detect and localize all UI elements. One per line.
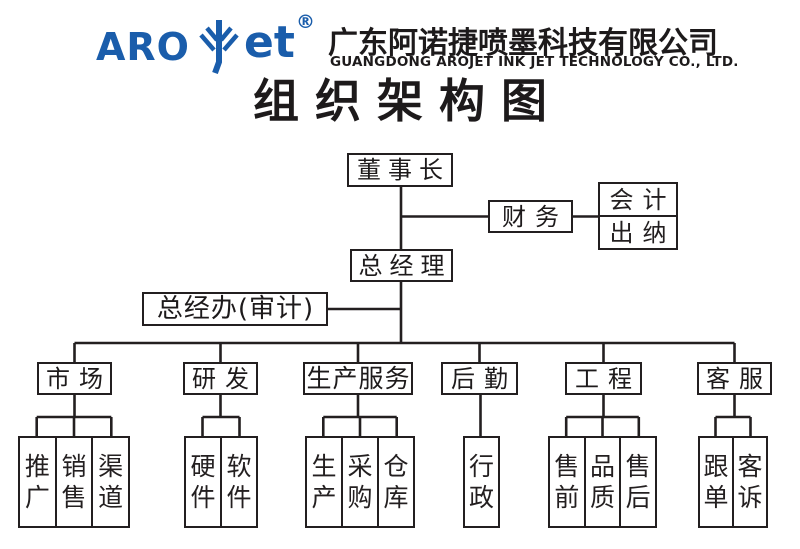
org-box-accounting: 会计 xyxy=(609,185,676,214)
org-box-software: 软件 xyxy=(220,438,256,526)
org-box-dept-market: 市场 xyxy=(37,362,112,395)
org-group-logistics-children: 行政 xyxy=(463,436,500,528)
org-box-channel: 渠道 xyxy=(91,438,128,526)
org-box-finance: 财务 xyxy=(488,200,573,233)
org-box-warehouse: 仓库 xyxy=(377,438,413,526)
org-box-gm-office-audit: 总经办(审计) xyxy=(142,292,328,326)
org-box-dept-production-service: 生产服务 xyxy=(303,362,413,395)
registered-trademark-icon: ® xyxy=(296,11,315,33)
org-box-order-tracking: 跟单 xyxy=(703,451,729,512)
org-box-aftersales: 售后 xyxy=(619,438,655,526)
org-box-administration: 行政 xyxy=(468,451,494,512)
page-title: 组织架构图 xyxy=(253,74,563,128)
org-box-dept-customer-service: 客服 xyxy=(697,362,772,395)
company-name-english: GUANGDONG AROJET INK JET TECHNOLOGY CO.,… xyxy=(330,54,739,70)
org-box-production: 生产 xyxy=(311,451,337,512)
org-box-purchasing: 采购 xyxy=(341,438,377,526)
org-box-hardware: 硬件 xyxy=(190,451,216,512)
org-group-engineering-children: 售前 品质 售后 xyxy=(548,436,657,528)
org-box-dept-engineering: 工程 xyxy=(565,362,642,395)
org-group-production-children: 生产 采购 仓库 xyxy=(305,436,415,528)
org-box-dept-logistics: 后勤 xyxy=(441,362,518,395)
org-group-customer-service-children: 跟单 客诉 xyxy=(698,436,768,528)
arojet-leaf-icon xyxy=(199,20,239,75)
org-box-quality: 品质 xyxy=(583,438,620,526)
org-stack-finance-children: 会计 出纳 xyxy=(598,182,678,250)
org-box-promotion: 推广 xyxy=(24,451,50,512)
org-box-general-manager: 总经理 xyxy=(350,249,453,282)
org-box-cashier: 出纳 xyxy=(600,215,676,248)
org-group-market-children: 推广 销售 渠道 xyxy=(18,436,130,528)
org-box-presales: 售前 xyxy=(554,451,580,512)
company-name-chinese: 广东阿诺捷喷墨科技有限公司 xyxy=(328,26,718,61)
logo-text-aro: ARO xyxy=(96,25,190,69)
org-box-dept-rnd: 研发 xyxy=(183,362,258,395)
logo-text-et: et xyxy=(244,17,295,68)
org-box-chairman: 董事长 xyxy=(347,153,453,187)
org-group-rnd-children: 硬件 软件 xyxy=(184,436,258,528)
org-box-complaints: 客诉 xyxy=(732,438,766,526)
org-box-sales: 销售 xyxy=(54,438,92,526)
